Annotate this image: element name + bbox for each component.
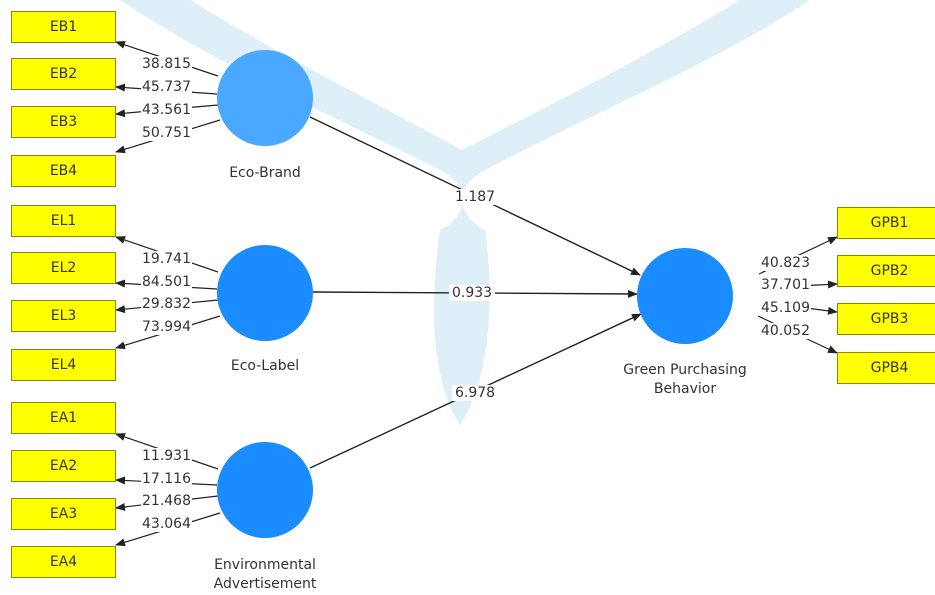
indicator-gpb4[interactable]: GPB4 [837,352,935,384]
t-value-eb4: 50.751 [141,125,192,141]
indicator-gpb3[interactable]: GPB3 [837,303,935,335]
indicator-eb1[interactable]: EB1 [11,11,116,43]
t-value-eb3: 43.561 [141,102,192,118]
path-t-value-environmental-advertisement: 6.978 [452,385,499,401]
construct-label-environmental-advertisement: Environmental Advertisement [195,556,335,594]
indicator-ea4[interactable]: EA4 [11,546,116,578]
t-value-ea2: 17.116 [141,471,192,487]
construct-environmental-advertisement[interactable] [217,442,313,538]
indicator-ea2[interactable]: EA2 [11,450,116,482]
indicator-el3[interactable]: EL3 [11,300,116,332]
construct-label-line: Advertisement [213,576,317,592]
t-value-gpb1: 40.823 [760,255,811,271]
t-value-ea1: 11.931 [141,448,192,464]
indicator-el2[interactable]: EL2 [11,252,116,284]
construct-eco-label[interactable] [217,245,313,341]
path-t-value-eco-brand: 1.187 [452,189,499,205]
indicator-ea1[interactable]: EA1 [11,402,116,434]
indicator-eb2[interactable]: EB2 [11,58,116,90]
construct-label-eco-brand: Eco-Brand [229,165,301,181]
t-value-el3: 29.832 [141,296,192,312]
construct-label-line: Green Purchasing [623,362,747,378]
construct-green-purchasing-behavior[interactable] [637,248,733,344]
indicator-el1[interactable]: EL1 [11,205,116,237]
indicator-eb4[interactable]: EB4 [11,155,116,187]
t-value-el4: 73.994 [141,319,192,335]
t-value-eb2: 45.737 [141,79,192,95]
t-value-el2: 84.501 [141,274,192,290]
indicator-gpb1[interactable]: GPB1 [837,207,935,239]
t-value-ea4: 43.064 [141,516,192,532]
indicator-eb3[interactable]: EB3 [11,106,116,138]
construct-label-line: Behavior [653,381,717,397]
t-value-eb1: 38.815 [141,56,192,72]
indicator-gpb2[interactable]: GPB2 [837,255,935,287]
construct-eco-brand[interactable] [217,50,313,146]
construct-label-line: Environmental [214,557,316,573]
path-t-value-eco-label: 0.933 [449,285,496,301]
t-value-ea3: 21.468 [141,493,192,509]
t-value-gpb4: 40.052 [760,323,811,339]
t-value-el1: 19.741 [141,251,192,267]
t-value-gpb2: 37.701 [760,277,811,293]
indicator-ea3[interactable]: EA3 [11,498,116,530]
watermark-logo [120,0,810,425]
indicator-el4[interactable]: EL4 [11,349,116,381]
construct-label-green-purchasing-behavior: Green Purchasing Behavior [605,361,765,399]
construct-label-eco-label: Eco-Label [230,358,300,374]
t-value-gpb3: 45.109 [760,300,811,316]
